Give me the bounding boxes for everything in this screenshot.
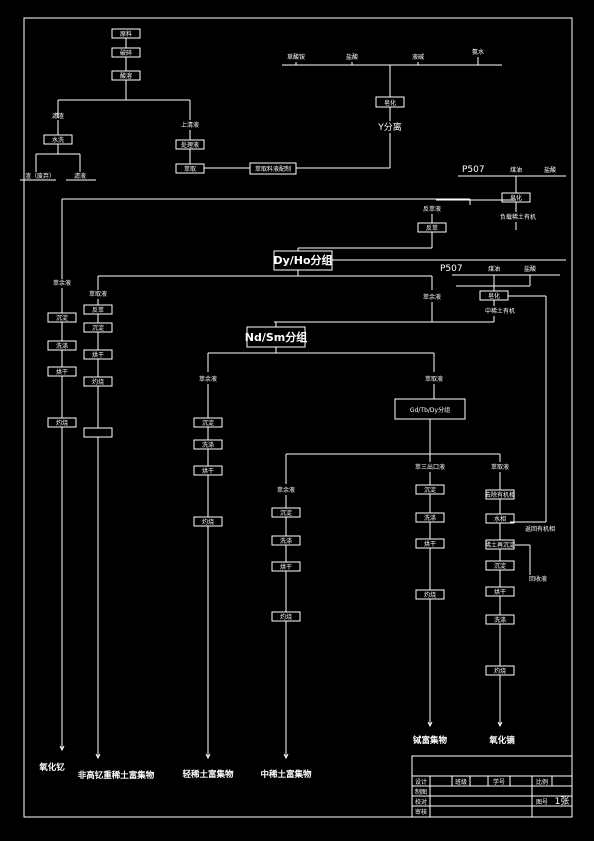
label-reagent-2: 盐酸 [346, 53, 358, 61]
output-yttria: 氧化钇 [38, 762, 65, 773]
label-waste: 渣（废弃） [25, 172, 55, 180]
output-medium: 中稀土富集物 [260, 769, 312, 780]
label-loaded-organic: 负载稀土有机 [500, 213, 536, 221]
label-gdtbdy: Gd/Tb/Dy分组 [410, 406, 450, 414]
chain-yttrium-step-1: 沉淀 [56, 314, 68, 322]
label-ndsm: Nd/Sm分组 [245, 330, 307, 344]
label-saponify-top: 皂化 [510, 194, 522, 202]
tb-scale: 比例 [536, 778, 548, 786]
chain-light-step-4: 灼烧 [202, 518, 214, 526]
output-heavy: 非高钇重稀土富集物 [78, 770, 155, 781]
output-light: 轻稀土富集物 [182, 769, 234, 780]
label-filtrate: 滤液 [74, 172, 86, 180]
tb-class: 班级 [455, 778, 467, 786]
label-extract: 萃取 [184, 165, 196, 173]
label-raw: 原料 [120, 30, 132, 38]
label-return-organic: 返回有机相 [525, 525, 555, 533]
chain-yttrium-head: 萃余液 [53, 279, 71, 287]
label-reagent-3: 液碱 [412, 53, 424, 61]
chain-dysprosium-step-6: 洗涤 [494, 616, 506, 624]
label-mid-organic: 中稀土有机 [485, 307, 515, 315]
chain-terbium-head: 萃三出口液 [415, 463, 445, 471]
tb-student-no: 学号 [493, 778, 505, 786]
label-acid-mid: 盐酸 [524, 265, 536, 273]
chain-medium-step-1: 沉淀 [280, 509, 292, 517]
tb-sheet-count: 1张 [555, 796, 570, 807]
chain-yttrium-step-3: 烘干 [56, 368, 68, 376]
label-raffinate-note: 萃余液 [423, 293, 441, 301]
label-residue: 滤渣 [52, 112, 64, 120]
label-acid-top: 盐酸 [544, 166, 556, 174]
chain-heavy-step-3: 烘干 [92, 351, 104, 359]
label-kerosene-top: 煤油 [510, 166, 522, 174]
chain-dysprosium-step-4: 沉淀 [494, 562, 506, 570]
chain-heavy-step-2: 沉淀 [92, 324, 104, 332]
label-recovered: 回收液 [529, 575, 547, 583]
title-block: 设计 制图 校对 审核 班级 学号 比例 图号 1张 [411, 755, 573, 818]
tb-check: 校对 [415, 798, 427, 806]
chain-terbium-step-4: 灼烧 [424, 591, 436, 599]
chain-medium-step-4: 灼烧 [280, 613, 292, 621]
label-gd-extract: 萃取液 [425, 375, 443, 383]
chain-yttrium-step-2: 洗涤 [56, 342, 68, 350]
label-reagent-4: 氨水 [472, 48, 484, 56]
output-terbium: 铽富集物 [413, 735, 448, 746]
label-kerosene-mid: 煤油 [488, 265, 500, 273]
chain-dysprosium-step-7: 灼烧 [494, 667, 506, 675]
label-saponify: 皂化 [384, 99, 396, 107]
label-reagent-1: 草酸铵 [287, 53, 305, 61]
chain-light-head: 萃余液 [199, 375, 217, 383]
tb-drawing-no: 图号 [536, 799, 548, 806]
label-reextract: 反萃液 [423, 205, 441, 213]
output-dysprosia: 氧化镝 [488, 735, 515, 746]
label-wash: 水洗 [52, 136, 64, 144]
label-p507-mid: P507 [440, 264, 463, 274]
chain-heavy-step-4: 灼烧 [92, 378, 104, 386]
chain-heavy-head: 萃取液 [89, 290, 107, 298]
label-crush: 破碎 [120, 49, 132, 57]
label-supernatant: 上清液 [181, 121, 199, 129]
outer-frame [23, 17, 573, 818]
chain-light-step-1: 沉淀 [202, 419, 214, 427]
tb-drawing: 制图 [415, 788, 427, 796]
label-saponify-mid: 皂化 [488, 292, 500, 300]
chain-medium-step-3: 烘干 [280, 563, 292, 571]
chain-dysprosium-step-3: 稀土再沉淀 [485, 541, 515, 549]
chain-dysprosium-step-5: 烘干 [494, 588, 506, 596]
chain-yttrium-step-4: 灼烧 [56, 419, 68, 427]
chain-light-step-2: 洗涤 [202, 441, 214, 449]
chain-dysprosium-step-2: 水相 [494, 515, 506, 523]
chain-light-step-3: 烘干 [202, 467, 214, 475]
chain-terbium-step-1: 沉淀 [424, 486, 436, 494]
label-treated: 处理液 [181, 141, 199, 149]
tb-design: 设计 [415, 778, 427, 786]
label-p507-top: P507 [462, 165, 485, 175]
tb-review: 审核 [415, 808, 427, 816]
chain-terbium-step-2: 洗涤 [424, 514, 436, 522]
chain-terbium-step-3: 烘干 [424, 540, 436, 548]
label-feed-prep: 萃取料液配制 [255, 165, 291, 173]
label-dissolve: 酸溶 [120, 72, 132, 80]
chain-medium-head: 萃余液 [277, 486, 295, 494]
chain-dysprosium-step-1: 去除有机相 [485, 491, 515, 499]
label-dyho: Dy/Ho分组 [273, 253, 332, 267]
chain-heavy-box-5 [83, 427, 113, 438]
chain-medium-step-2: 洗涤 [280, 537, 292, 545]
label-y-separation: Y分离 [377, 121, 402, 133]
chain-dysprosium-head: 萃取液 [491, 463, 509, 471]
label-strip-top: 反萃 [426, 224, 438, 232]
chain-heavy-step-1: 反萃 [92, 306, 104, 314]
